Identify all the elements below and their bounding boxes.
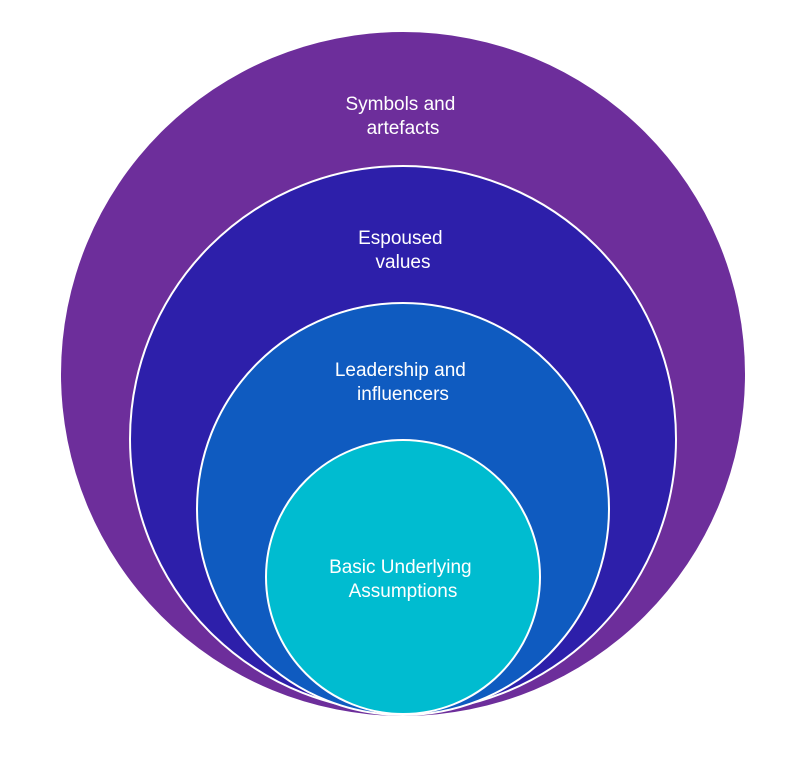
ring-basic-assumptions-circle bbox=[265, 439, 541, 715]
ring-symbols-artefacts-label-line-2: artefacts bbox=[367, 118, 440, 139]
ring-basic-assumptions-label: Basic Underlying Assumptions bbox=[329, 557, 477, 602]
ring-leadership-influencers-label-line-1: Leadership and bbox=[335, 360, 466, 381]
ring-espoused-values-label-line-1: Espoused bbox=[358, 228, 443, 249]
ring-leadership-influencers-label: Leadership and influencers bbox=[335, 360, 471, 405]
ring-basic-assumptions-label-line-2: Assumptions bbox=[349, 581, 458, 602]
ring-basic-assumptions-label-line-1: Basic Underlying bbox=[329, 557, 472, 578]
ring-basic-assumptions: Basic Underlying Assumptions bbox=[265, 439, 541, 715]
ring-symbols-artefacts-label-line-1: Symbols and bbox=[345, 94, 455, 115]
ring-leadership-influencers-label-line-2: influencers bbox=[357, 384, 449, 405]
ring-espoused-values-label-line-2: values bbox=[376, 252, 431, 273]
ring-symbols-artefacts-label: Symbols and artefacts bbox=[345, 94, 460, 139]
ring-espoused-values-label: Espoused values bbox=[358, 228, 448, 273]
